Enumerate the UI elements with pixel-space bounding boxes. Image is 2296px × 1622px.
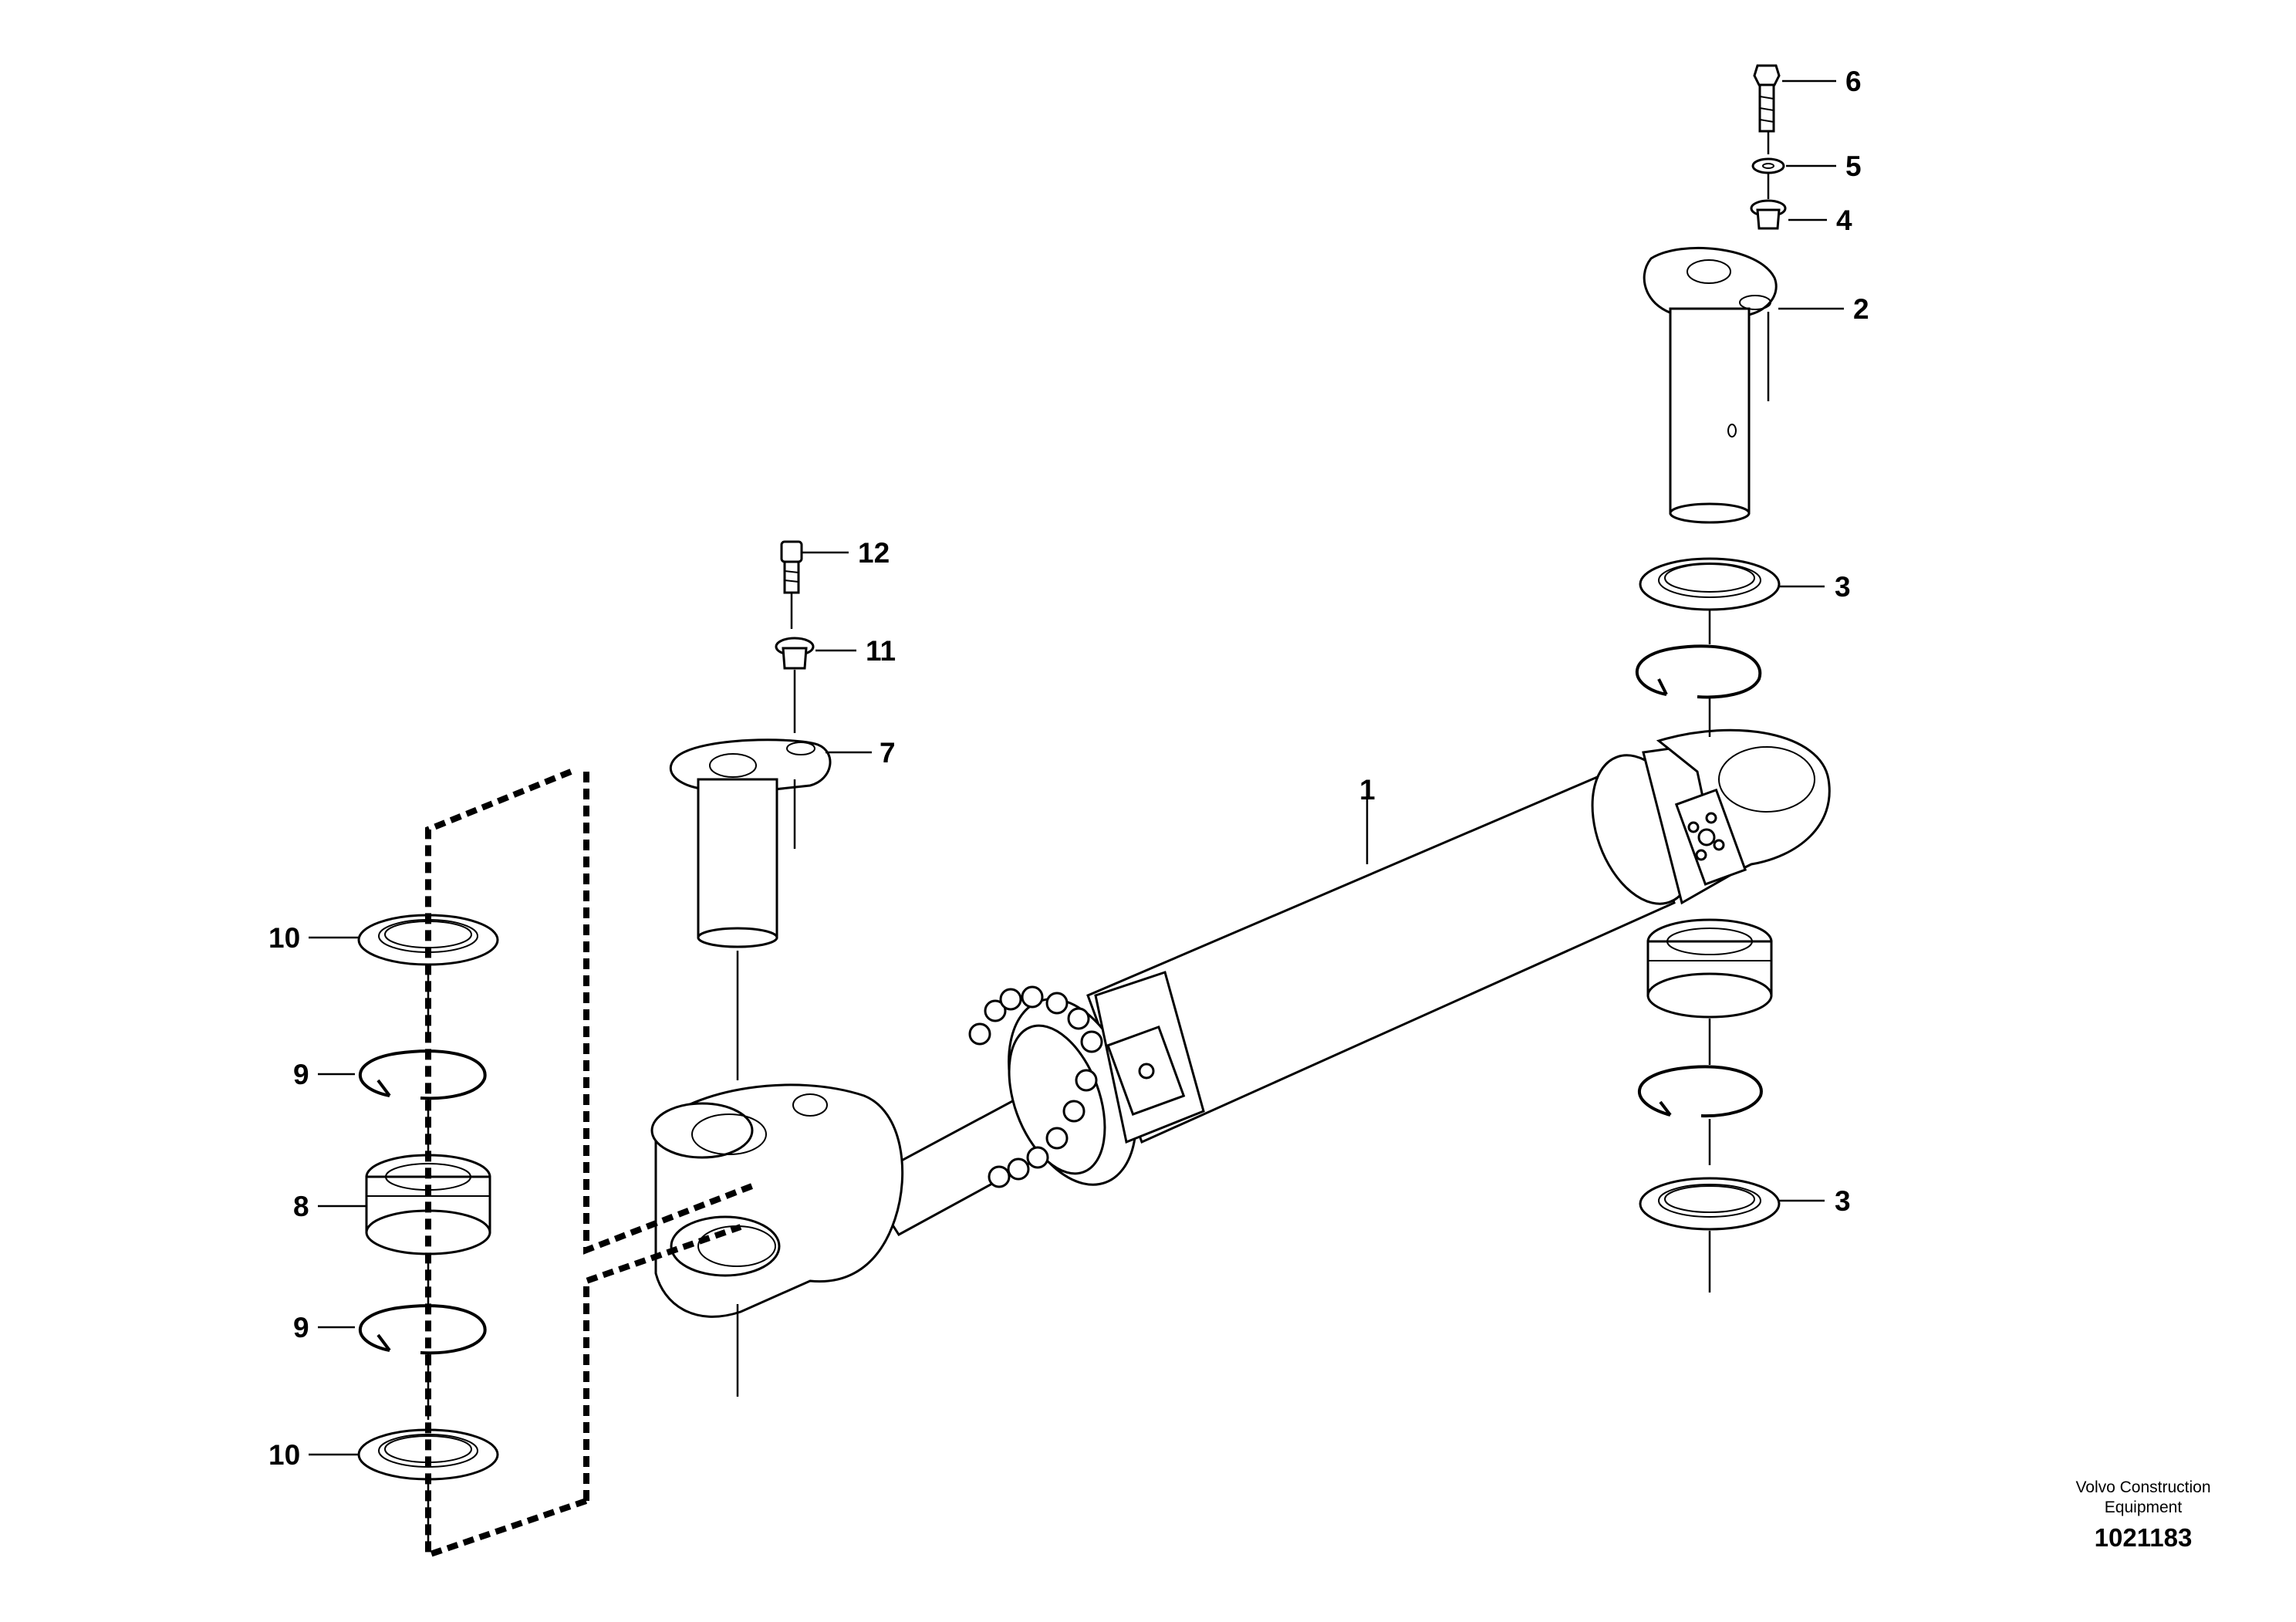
callout-2: 2 bbox=[1853, 293, 1869, 325]
callout-10-bottom: 10 bbox=[268, 1439, 300, 1471]
pin-assembly-centre bbox=[669, 540, 832, 1397]
leader-lines bbox=[309, 79, 1844, 1456]
callout-6: 6 bbox=[1845, 66, 1862, 97]
callout-11: 11 bbox=[866, 635, 896, 667]
callout-8: 8 bbox=[293, 1191, 309, 1222]
callout-9-top: 9 bbox=[293, 1059, 309, 1090]
drawing-footer: Volvo Construction Equipment 1021183 bbox=[2075, 1478, 2210, 1552]
brand-line-1: Volvo Construction bbox=[2075, 1478, 2210, 1496]
callout-7: 7 bbox=[880, 737, 896, 769]
drawing-number: 1021183 bbox=[2095, 1523, 2193, 1552]
callout-1: 1 bbox=[1359, 774, 1376, 806]
callout-10-top: 10 bbox=[268, 922, 300, 954]
callout-4: 4 bbox=[1836, 204, 1852, 236]
callout-12: 12 bbox=[858, 537, 890, 569]
brand-line-2: Equipment bbox=[2105, 1499, 2183, 1516]
bearing-stack-left bbox=[357, 769, 758, 1559]
pin-assembly-right bbox=[1635, 64, 1787, 1293]
callout-5: 5 bbox=[1845, 150, 1862, 182]
callout-3-bottom: 3 bbox=[1835, 1185, 1851, 1217]
hydraulic-cylinder bbox=[650, 728, 1831, 1318]
callout-labels: 6 5 4 2 3 3 1 7 12 11 10 9 8 9 10 bbox=[268, 66, 1869, 1471]
callout-3-top: 3 bbox=[1835, 571, 1851, 603]
flange-bolts bbox=[968, 985, 1103, 1188]
callout-9-bottom: 9 bbox=[293, 1312, 309, 1343]
